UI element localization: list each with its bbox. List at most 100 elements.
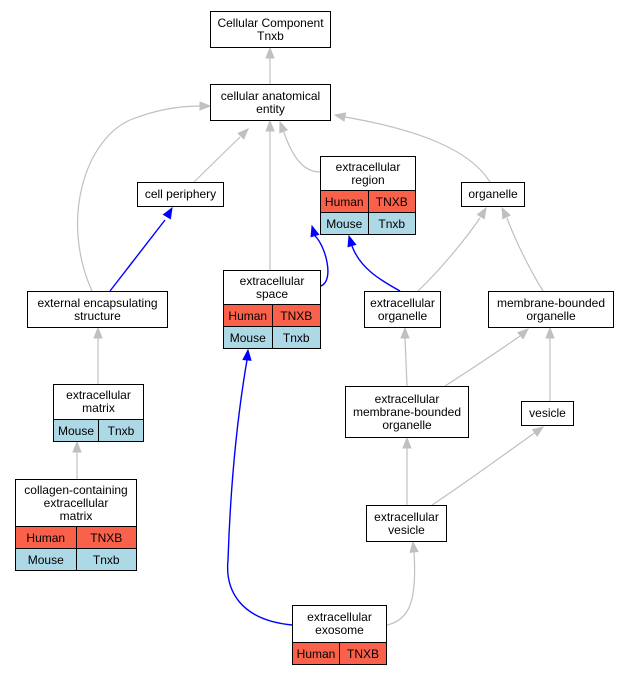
gene-cell: Tnxb [271, 327, 321, 348]
node-label-line: organelle [377, 308, 428, 323]
arrowhead [242, 348, 252, 361]
edge-vesicle-to-membrane-bounded-organelle [545, 326, 555, 401]
arrowhead [237, 128, 249, 140]
mouse-gene-row: Mouse Tnxb [321, 212, 415, 234]
node-label-line: cell periphery [144, 187, 217, 201]
node-organelle[interactable]: organelle [461, 182, 525, 207]
edge-cell-anatomical-entity-to-root [265, 46, 275, 84]
edge-extracellular-exosome-to-extracellular-space [226, 348, 293, 626]
node-label: organelle [462, 183, 524, 206]
edge-extracellular-organelle-to-extracellular-region [347, 234, 401, 292]
arrowhead [265, 46, 275, 59]
arrowhead [333, 112, 347, 122]
species-cell: Human [228, 308, 268, 323]
species-cell: Mouse [326, 216, 363, 231]
edge-cell-periphery-to-cell-anatomical-entity [193, 128, 249, 183]
species-cell: Mouse [57, 423, 95, 438]
gene-cell: Tnxb [367, 213, 416, 234]
node-label-line: collagen-containing [24, 482, 128, 497]
node-label-line: organelle [526, 308, 576, 323]
arrowhead [347, 234, 357, 248]
edge-extracellular-region-to-cell-anatomical-entity [279, 120, 321, 173]
edge-membrane-bounded-organelle-to-organelle [501, 206, 544, 292]
node-label: vesicle [522, 402, 573, 425]
arrowhead [93, 326, 103, 339]
node-label-line: space [255, 286, 289, 301]
arrowhead [516, 328, 530, 340]
edge-extracellular-exosome-to-extracellular-vesicle [386, 540, 419, 626]
node-label-line: membrane-bounded [496, 295, 606, 310]
species-cell: Mouse [27, 552, 64, 567]
edge-extracellular-membrane-bounded-organelle-to-extracellular-organelle [400, 326, 410, 387]
edge-extracellular-membrane-bounded-organelle-to-membrane-bounded-organelle [444, 328, 530, 387]
species-cell: Human [324, 194, 364, 209]
edge-collagen-containing-extracellular-matrix-to-extracellular-matrix [72, 440, 82, 479]
arrowhead [162, 206, 173, 220]
node-label-line: structure [74, 308, 121, 323]
arrowhead [199, 101, 212, 111]
arrowhead [501, 206, 511, 220]
edge-external-encapsulating-structure-to-cell-anatomical-entity [77, 101, 212, 292]
node-label-line: extracellular [374, 509, 439, 524]
gene-cell: Tnxb [98, 420, 143, 441]
node-label-line: Tnxb [257, 28, 284, 43]
mouse-gene-row: Mouse Tnxb [16, 548, 136, 570]
edge-extracellular-matrix-to-external-encapsulating-structure [93, 326, 103, 384]
node-label-line: cellular anatomical [220, 88, 321, 103]
node-cell-periphery[interactable]: cell periphery [137, 182, 224, 207]
edge-organelle-to-cell-anatomical-entity [333, 112, 491, 183]
gene-cell: TNXB [75, 527, 137, 548]
node-label-line: exosome [315, 623, 364, 637]
edge-extracellular-space-to-cell-anatomical-entity [265, 119, 275, 270]
node-label-line: entity [256, 101, 285, 116]
arrowhead [279, 120, 289, 134]
arrowhead [476, 206, 487, 220]
gene-cell: Tnxb [75, 549, 137, 570]
arrowhead [265, 119, 275, 132]
node-vesicle[interactable]: vesicle [521, 401, 574, 426]
edge-extracellular-vesicle-to-vesicle [431, 426, 545, 506]
node-label-line: organelle [468, 187, 518, 201]
arrowhead [545, 326, 555, 339]
arrowhead [400, 326, 410, 339]
edge-external-encapsulating-structure-to-cell-periphery [109, 206, 173, 292]
node-label-line: organelle [382, 417, 432, 432]
node-label-line: extracellular [307, 610, 372, 624]
gene-cell: TNXB [367, 191, 416, 212]
node-label-line: region [351, 172, 385, 187]
node-label-line: matrix [82, 401, 115, 415]
arrowhead [531, 426, 545, 437]
species-cell: Human [296, 646, 336, 661]
